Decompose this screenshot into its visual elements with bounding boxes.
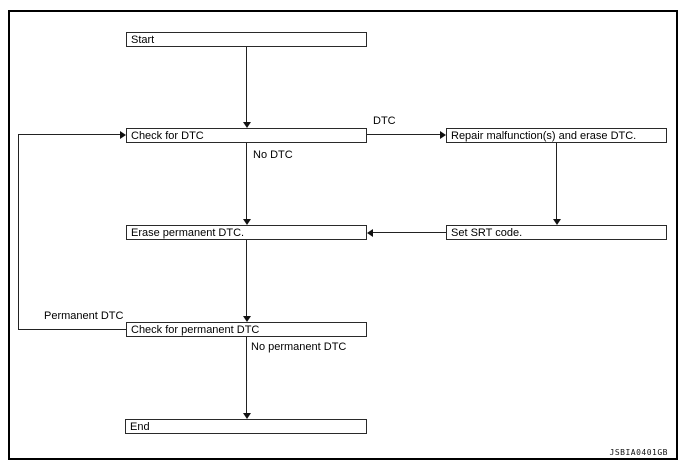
node-repair-malfunction: Repair malfunction(s) and erase DTC. xyxy=(446,128,667,143)
node-check-permanent-dtc: Check for permanent DTC xyxy=(126,322,367,337)
edge-label-permanent-dtc: Permanent DTC xyxy=(43,310,125,322)
node-end: End xyxy=(125,419,367,434)
arrowhead-down-icon xyxy=(243,219,251,225)
figure-code: JSBIA0401GB xyxy=(609,448,668,457)
edge-start-to-check-dtc xyxy=(246,47,247,123)
arrowhead-right-icon xyxy=(120,131,126,139)
arrowhead-down-icon xyxy=(243,413,251,419)
node-start: Start xyxy=(126,32,367,47)
node-erase-permanent-dtc: Erase permanent DTC. xyxy=(126,225,367,240)
edge-set-srt-to-erase-permanent xyxy=(373,232,446,233)
arrowhead-left-icon xyxy=(367,229,373,237)
arrowhead-right-icon xyxy=(440,131,446,139)
edge-feedback-top xyxy=(18,134,121,135)
diagram-border xyxy=(8,10,678,460)
node-check-dtc: Check for DTC xyxy=(126,128,367,143)
edge-check-permanent-to-end xyxy=(246,337,247,414)
edge-label-no-dtc: No DTC xyxy=(252,149,294,161)
edge-feedback-bottom xyxy=(18,329,126,330)
edge-repair-to-set-srt xyxy=(556,143,557,220)
arrowhead-down-icon xyxy=(243,122,251,128)
edge-check-dtc-to-repair xyxy=(367,134,441,135)
edge-erase-permanent-to-check-permanent xyxy=(246,240,247,317)
edge-check-dtc-to-erase-permanent xyxy=(246,143,247,220)
node-set-srt-code: Set SRT code. xyxy=(446,225,667,240)
arrowhead-down-icon xyxy=(243,316,251,322)
edge-label-no-permanent-dtc: No permanent DTC xyxy=(250,341,348,353)
edge-label-dtc: DTC xyxy=(372,115,397,127)
edge-feedback-vertical xyxy=(18,134,19,330)
arrowhead-down-icon xyxy=(553,219,561,225)
